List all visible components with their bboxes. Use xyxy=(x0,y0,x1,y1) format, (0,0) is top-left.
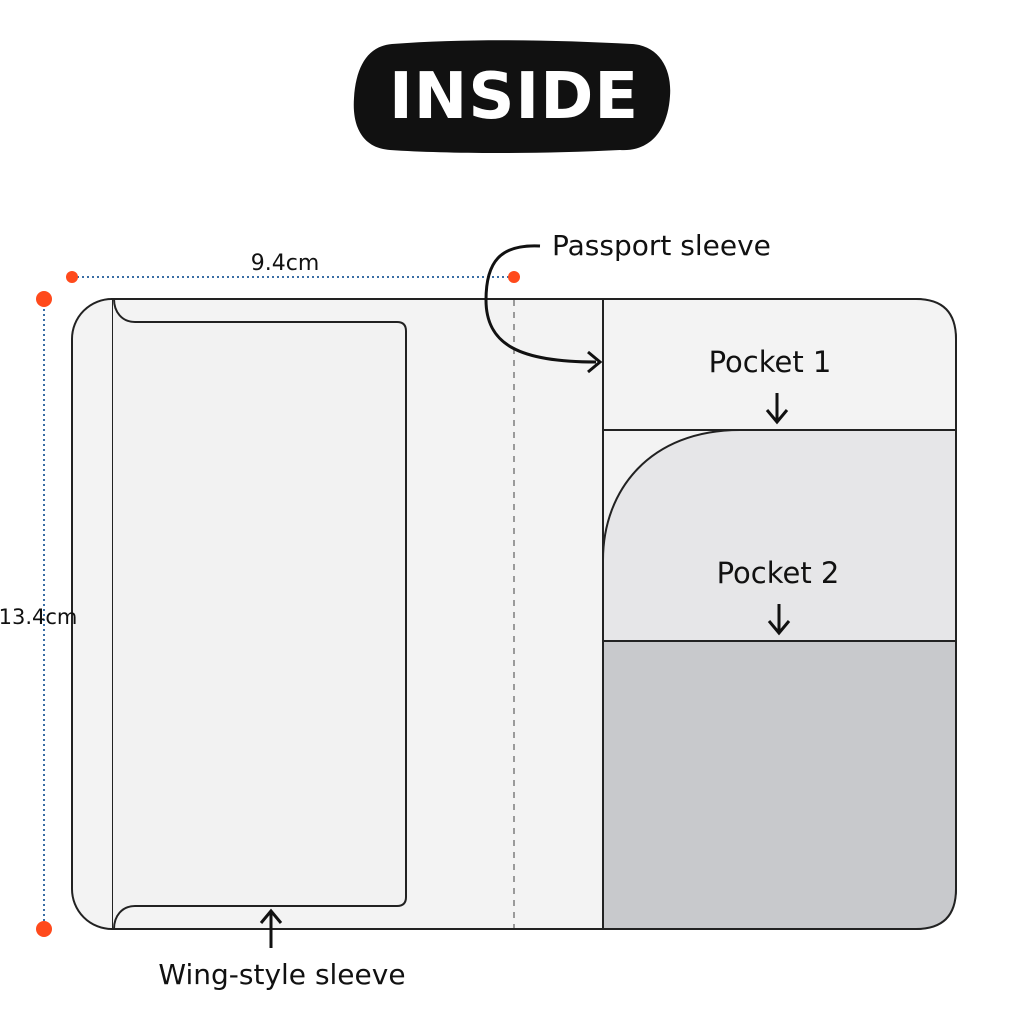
wing-style-sleeve xyxy=(111,298,407,930)
pocket-2 xyxy=(602,640,957,930)
width-dimension-dot-left xyxy=(66,271,78,283)
pocket-1-callout: Pocket 1 xyxy=(709,345,832,425)
pocket-2-label: Pocket 2 xyxy=(717,556,840,590)
pocket-1 xyxy=(602,429,957,642)
pocket-1-arrow-icon xyxy=(765,393,789,425)
height-dimension-label: 13.4cm xyxy=(0,605,77,629)
height-dimension-dot-top xyxy=(36,291,52,307)
title-badge-shape xyxy=(353,40,671,153)
passport-sleeve xyxy=(602,298,957,431)
width-dimension: 9.4cm xyxy=(66,251,520,283)
wing-sleeve-callout: Wing-style sleeve xyxy=(158,908,406,991)
pocket-1-label: Pocket 1 xyxy=(709,345,832,379)
passport-sleeve-arrow-curve xyxy=(484,244,597,364)
title-text: INSIDE xyxy=(389,60,639,134)
width-dimension-dot-right xyxy=(508,271,520,283)
pocket-2-callout: Pocket 2 xyxy=(717,556,840,636)
pocket-2-arrow-icon xyxy=(767,604,791,636)
height-dimension: 13.4cm xyxy=(0,291,77,937)
title-badge: INSIDE xyxy=(353,40,671,153)
passport-sleeve-arrowhead-icon xyxy=(587,350,603,374)
left-panel-edge xyxy=(110,300,112,928)
height-dimension-dot-bottom xyxy=(36,921,52,937)
wing-sleeve-label: Wing-style sleeve xyxy=(158,958,405,991)
passport-sleeve-callout: Passport sleeve xyxy=(484,229,771,374)
wing-sleeve-arrow-icon xyxy=(259,908,283,948)
width-dimension-label: 9.4cm xyxy=(251,251,320,276)
passport-sleeve-label: Passport sleeve xyxy=(552,229,771,262)
